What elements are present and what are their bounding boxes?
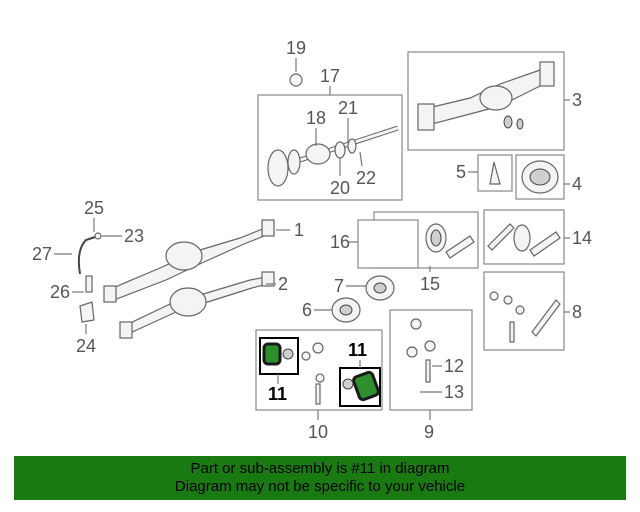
part-19[interactable] — [289, 73, 303, 87]
callout-5[interactable]: 5 — [456, 162, 466, 182]
part-14[interactable] — [487, 223, 561, 257]
callout-18[interactable]: 18 — [306, 108, 326, 128]
box-16 — [357, 219, 419, 269]
callout-26[interactable]: 26 — [50, 282, 70, 302]
part-axle-shaft[interactable] — [267, 125, 399, 187]
part-26[interactable] — [85, 275, 93, 293]
callout-12[interactable]: 12 — [444, 356, 464, 376]
callout-13[interactable]: 13 — [444, 382, 464, 402]
callout-7[interactable]: 7 — [334, 276, 344, 296]
info-banner: Part or sub-assembly is #11 in diagram D… — [14, 456, 626, 500]
part-1-axle-assembly[interactable] — [103, 219, 275, 303]
callout-8[interactable]: 8 — [572, 302, 582, 322]
callout-3[interactable]: 3 — [572, 90, 582, 110]
callout-16[interactable]: 16 — [330, 232, 350, 252]
part-axle-housing[interactable] — [417, 61, 555, 131]
part-9-kit[interactable] — [406, 318, 436, 383]
callout-2[interactable]: 2 — [278, 274, 288, 294]
callout-22[interactable]: 22 — [356, 168, 376, 188]
callout-6[interactable]: 6 — [302, 300, 312, 320]
part-11-springs-right[interactable] — [342, 370, 380, 402]
callout-17[interactable]: 17 — [320, 66, 340, 86]
part-10-kit[interactable] — [301, 342, 325, 405]
part-11-springs-left[interactable] — [262, 342, 294, 366]
callout-23[interactable]: 23 — [124, 226, 144, 246]
callout-27[interactable]: 27 — [32, 244, 52, 264]
callout-19[interactable]: 19 — [286, 38, 306, 58]
part-8[interactable] — [489, 291, 561, 343]
callout-15[interactable]: 15 — [420, 274, 440, 294]
part-24[interactable] — [79, 301, 95, 323]
info-line-1: Part or sub-assembly is #11 in diagram — [190, 460, 450, 477]
callout-24[interactable]: 24 — [76, 336, 96, 356]
part-6-diff-case[interactable] — [331, 297, 361, 323]
part-4[interactable] — [521, 160, 559, 194]
callout-9[interactable]: 9 — [424, 422, 434, 442]
callout-25[interactable]: 25 — [84, 198, 104, 218]
part-15-ring-pinion[interactable] — [425, 223, 475, 259]
callout-10[interactable]: 10 — [308, 422, 328, 442]
part-7-diff-case[interactable] — [365, 275, 395, 301]
callout-11-right[interactable]: 11 — [348, 340, 367, 360]
callout-20[interactable]: 20 — [330, 178, 350, 198]
callout-4[interactable]: 4 — [572, 174, 582, 194]
info-line-2: Diagram may not be specific to your vehi… — [174, 478, 466, 495]
part-27-vent-hose[interactable] — [77, 232, 102, 275]
callout-1[interactable]: 1 — [294, 220, 304, 240]
box-9 — [389, 309, 473, 411]
part-2-axle-assembly[interactable] — [119, 271, 275, 339]
callout-21[interactable]: 21 — [338, 98, 358, 118]
part-5[interactable] — [489, 161, 501, 185]
callout-11-left[interactable]: 11 — [268, 384, 287, 404]
callout-14[interactable]: 14 — [572, 228, 592, 248]
